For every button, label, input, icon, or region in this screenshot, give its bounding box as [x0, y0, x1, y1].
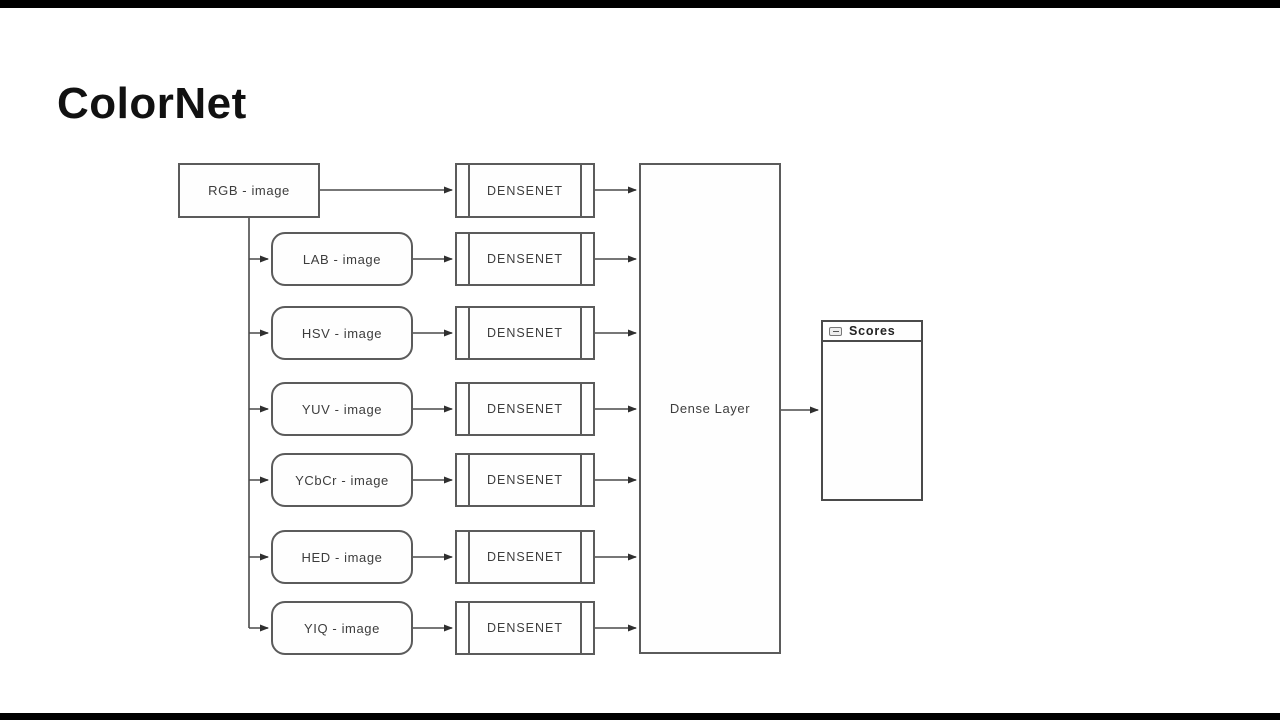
densenet-left-bar	[468, 603, 470, 653]
input-box-hsv: HSV - image	[271, 306, 413, 360]
densenet-box-2-label: DENSENET	[486, 252, 564, 266]
input-box-ycbcr: YCbCr - image	[271, 453, 413, 507]
densenet-right-bar	[580, 384, 582, 434]
input-box-hsv-label: HSV - image	[301, 325, 383, 341]
densenet-box-5-label: DENSENET	[486, 473, 564, 487]
densenet-box-2: DENSENET	[455, 232, 595, 286]
densenet-right-bar	[580, 308, 582, 358]
scores-header: Scores	[823, 322, 921, 342]
densenet-right-bar	[580, 234, 582, 284]
densenet-box-5: DENSENET	[455, 453, 595, 507]
input-box-yiq: YIQ - image	[271, 601, 413, 655]
densenet-box-6-label: DENSENET	[486, 550, 564, 564]
densenet-box-7: DENSENET	[455, 601, 595, 655]
densenet-box-1-label: DENSENET	[486, 183, 564, 198]
input-box-rgb-label: RGB - image	[208, 183, 290, 198]
bottom-letterbox-bar	[0, 713, 1280, 720]
dense-layer-box: Dense Layer	[639, 163, 781, 654]
densenet-box-6: DENSENET	[455, 530, 595, 584]
top-letterbox-bar	[0, 0, 1280, 8]
densenet-right-bar	[580, 532, 582, 582]
densenet-right-bar	[580, 165, 582, 216]
input-box-hed: HED - image	[271, 530, 413, 584]
collapse-icon	[829, 326, 842, 336]
densenet-box-1: DENSENET	[455, 163, 595, 218]
densenet-box-3: DENSENET	[455, 306, 595, 360]
densenet-box-7-label: DENSENET	[486, 621, 564, 635]
input-box-lab-label: LAB - image	[302, 251, 382, 267]
scores-box: Scores	[821, 320, 923, 501]
dense-layer-label: Dense Layer	[669, 401, 751, 416]
densenet-box-3-label: DENSENET	[486, 326, 564, 340]
input-box-rgb: RGB - image	[178, 163, 320, 218]
input-box-lab: LAB - image	[271, 232, 413, 286]
densenet-box-4: DENSENET	[455, 382, 595, 436]
input-box-ycbcr-label: YCbCr - image	[295, 472, 389, 488]
densenet-left-bar	[468, 165, 470, 216]
input-box-hed-label: HED - image	[301, 549, 383, 565]
densenet-left-bar	[468, 384, 470, 434]
densenet-left-bar	[468, 532, 470, 582]
input-box-yuv: YUV - image	[271, 382, 413, 436]
input-box-yuv-label: YUV - image	[301, 401, 383, 417]
page-title: ColorNet	[57, 79, 247, 128]
densenet-left-bar	[468, 455, 470, 505]
densenet-left-bar	[468, 308, 470, 358]
densenet-right-bar	[580, 455, 582, 505]
densenet-left-bar	[468, 234, 470, 284]
densenet-box-4-label: DENSENET	[486, 402, 564, 416]
densenet-right-bar	[580, 603, 582, 653]
input-box-yiq-label: YIQ - image	[304, 620, 380, 636]
scores-label: Scores	[849, 324, 896, 338]
